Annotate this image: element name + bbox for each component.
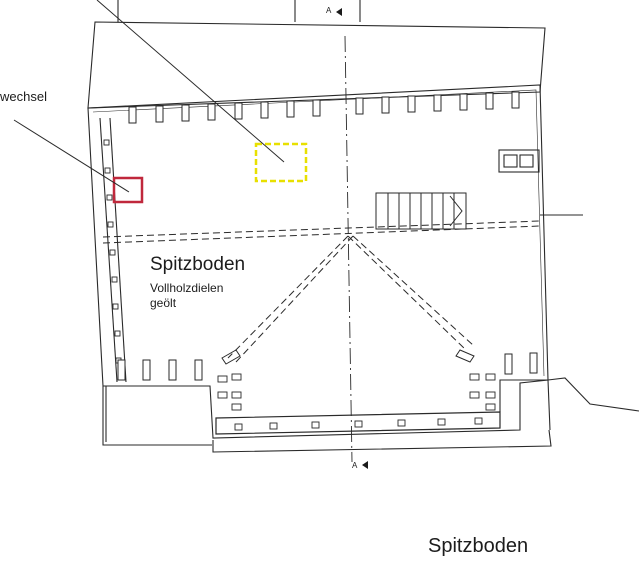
right-wing-2 <box>547 377 639 412</box>
rafter <box>407 95 416 113</box>
plan-caption: Spitzboden <box>428 535 529 557</box>
rafter <box>114 330 121 337</box>
rafter <box>529 352 538 374</box>
rafter <box>459 93 468 111</box>
left-wall <box>109 117 127 383</box>
rafter <box>111 276 118 283</box>
section-arrow-bottom <box>362 461 368 469</box>
bottom-frame <box>212 429 552 453</box>
rafter <box>485 92 494 110</box>
fixings <box>217 373 496 431</box>
stairs <box>375 192 467 230</box>
section-axis <box>344 35 353 463</box>
rafter <box>128 106 137 124</box>
room-name-label: Spitzboden <box>150 254 246 275</box>
rafter <box>106 194 113 201</box>
hip-block <box>455 349 475 363</box>
rafter <box>112 303 119 310</box>
room-desc-line2: geölt <box>150 296 177 310</box>
section-arrow-top <box>336 8 342 16</box>
rafter <box>142 359 151 381</box>
rafter <box>194 359 203 381</box>
rafter <box>168 359 177 381</box>
room-desc-line1: Vollholzdielen <box>150 281 224 295</box>
wechsel-label: wechsel <box>0 89 47 104</box>
bottom-frame-inner <box>215 411 501 435</box>
rafter <box>207 103 216 121</box>
rafter <box>103 139 110 146</box>
opening-highlight <box>254 142 308 183</box>
rafter <box>312 99 321 117</box>
rafter <box>504 353 513 375</box>
leader-lines <box>13 0 285 193</box>
rafter <box>260 101 269 119</box>
rafter <box>104 167 111 174</box>
left-wall <box>99 117 118 383</box>
rafter <box>155 105 164 123</box>
bottom-left-wing <box>102 386 212 446</box>
rafter <box>109 249 116 256</box>
rafter <box>381 96 390 114</box>
rafters-top <box>128 91 520 124</box>
rafter <box>181 104 190 122</box>
section-marker-top: A <box>326 6 332 15</box>
rafters-bottom <box>117 352 538 381</box>
floor-outline <box>87 84 549 439</box>
section-marker-bottom: A <box>352 461 358 470</box>
floor-outline-inner <box>92 89 545 377</box>
chimney <box>498 149 540 173</box>
rafter <box>433 94 442 112</box>
rafters-left <box>103 139 122 364</box>
wechsel-highlight <box>112 176 144 204</box>
hip-lines <box>102 220 541 363</box>
rafter <box>107 221 114 228</box>
right-wing <box>499 379 551 431</box>
rafter <box>234 102 243 120</box>
roof-outline <box>87 21 546 109</box>
rafter <box>355 97 364 115</box>
rafter <box>286 100 295 118</box>
rafter <box>117 359 126 381</box>
rafter <box>511 91 520 109</box>
hip-block <box>221 349 241 365</box>
